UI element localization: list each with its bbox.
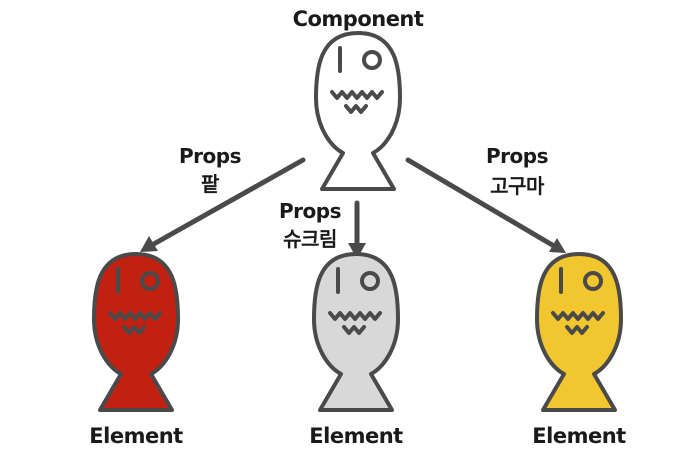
component-label: Component xyxy=(293,7,424,31)
element-label-middle: Element xyxy=(309,424,403,448)
element-fish-icon-yellow xyxy=(535,252,623,412)
edge-label-middle-flavor: 슈크림 xyxy=(283,227,337,251)
edge-label-middle-props: Props xyxy=(279,199,341,223)
arrow-left xyxy=(140,157,306,252)
component-fish-icon xyxy=(314,31,402,191)
element-fish-fill xyxy=(92,252,180,412)
element-fish-icon-red xyxy=(92,252,180,412)
element-fish-fill xyxy=(535,252,623,412)
edge-label-right-flavor: 고구마 xyxy=(490,174,545,198)
element-label-left: Element xyxy=(89,424,183,448)
arrow-right xyxy=(405,157,566,253)
element-fish-fill xyxy=(312,252,400,412)
edge-label-right-props: Props xyxy=(486,144,548,168)
arrow-middle xyxy=(348,200,366,259)
element-fish-icon-gray xyxy=(312,252,400,412)
element-label-right: Element xyxy=(532,424,626,448)
component-fish-fill xyxy=(314,31,402,191)
edge-label-left-flavor: 팥 xyxy=(201,172,220,196)
edge-label-left-props: Props xyxy=(179,144,241,168)
